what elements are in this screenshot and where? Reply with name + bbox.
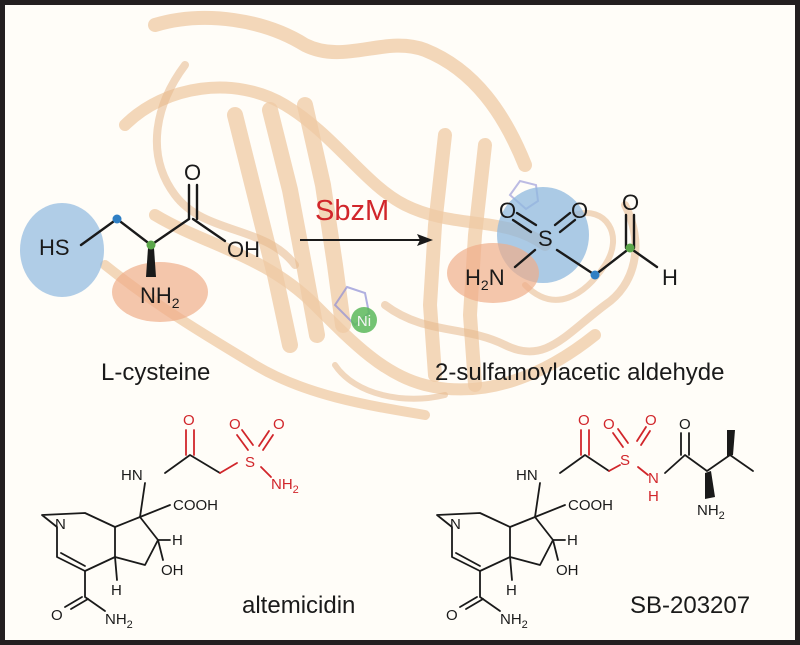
sulfonamide-label: H2N [465, 265, 505, 293]
sb-amide2-oxygen: O [679, 416, 691, 433]
reaction-diagram: HS O OH NH2 L-cysteine SbzM Ni O O S H2N… [20, 10, 754, 631]
sulfonyl-oxygen-right: O [571, 198, 588, 223]
alt-cooh: COOH [173, 497, 218, 514]
amine-label: NH2 [140, 283, 180, 311]
enzyme-label: SbzM [315, 195, 389, 227]
alt-sulfonyl-oxygen-1: O [229, 416, 241, 433]
aldehyde-oxygen-label: O [622, 190, 639, 215]
alt-sulfonyl-oxygen-2: O [273, 416, 285, 433]
sb-hn-label: HN [516, 467, 538, 484]
product-structure: O O S H2N O H [465, 190, 678, 293]
alt-oh: OH [161, 562, 184, 579]
alt-sulfur: S [245, 454, 255, 471]
alt-amide-oxygen: O [51, 607, 63, 624]
sb-203207-name: SB-203207 [630, 592, 750, 619]
alt-h-2: H [111, 582, 122, 599]
alt-nh2: NH2 [271, 476, 299, 496]
sulfur-label: S [538, 226, 553, 251]
product-green-carbon-atom [625, 243, 635, 253]
sulfonyl-oxygen-left: O [499, 198, 516, 223]
alt-hn-label: HN [121, 467, 143, 484]
altemicidin-structure: HN O O O S NH2 COOH H OH H N O NH2 [41, 412, 299, 631]
sb-oh: OH [556, 562, 579, 579]
l-cysteine-name: L-cysteine [101, 359, 210, 386]
sb-h-2: H [506, 582, 517, 599]
sb-sulfonyl-oxygen-1: O [603, 416, 615, 433]
thiol-highlight [20, 203, 104, 297]
sb-nh-hydrogen: H [648, 488, 659, 505]
aldehyde-hydrogen-label: H [662, 265, 678, 290]
alpha-carbon-atom [146, 240, 156, 250]
carbonyl-oxygen-label: O [184, 160, 201, 185]
amine-highlight [112, 262, 208, 322]
sb-nitrogen: N [648, 470, 659, 487]
product-name: 2-sulfamoylacetic aldehyde [435, 359, 725, 386]
nickel-label: Ni [357, 313, 371, 330]
sb-cooh: COOH [568, 497, 613, 514]
protein-ribbon-background [100, 10, 640, 420]
altemicidin-name: altemicidin [242, 592, 355, 619]
alt-amide-nh2: NH2 [105, 611, 133, 631]
sb-sulfonyl-oxygen-2: O [645, 412, 657, 429]
sulfonamide-highlight [447, 243, 539, 303]
sb-ring-nitrogen: N [450, 516, 461, 533]
sb-203207-structure: HN O O O S N H O NH2 COOH H OH H N O NH2 [436, 412, 754, 631]
thiol-label: HS [39, 235, 70, 260]
sb-h-1: H [567, 532, 578, 549]
hydroxyl-label: OH [227, 237, 260, 262]
sb-sulfur: S [620, 452, 630, 469]
sb-amide-oxygen: O [446, 607, 458, 624]
sb-amide-nh2: NH2 [500, 611, 528, 631]
alt-carbonyl-oxygen: O [183, 412, 195, 429]
product-blue-carbon-atom [590, 270, 600, 280]
alt-ring-nitrogen: N [55, 516, 66, 533]
sb-nh2: NH2 [697, 502, 725, 522]
l-cysteine-structure: HS O OH NH2 [39, 160, 260, 311]
beta-carbon-atom [112, 214, 122, 224]
nickel-atom [351, 307, 377, 333]
sb-carbonyl-oxygen: O [578, 412, 590, 429]
alt-h-1: H [172, 532, 183, 549]
reaction-arrow [300, 234, 433, 246]
